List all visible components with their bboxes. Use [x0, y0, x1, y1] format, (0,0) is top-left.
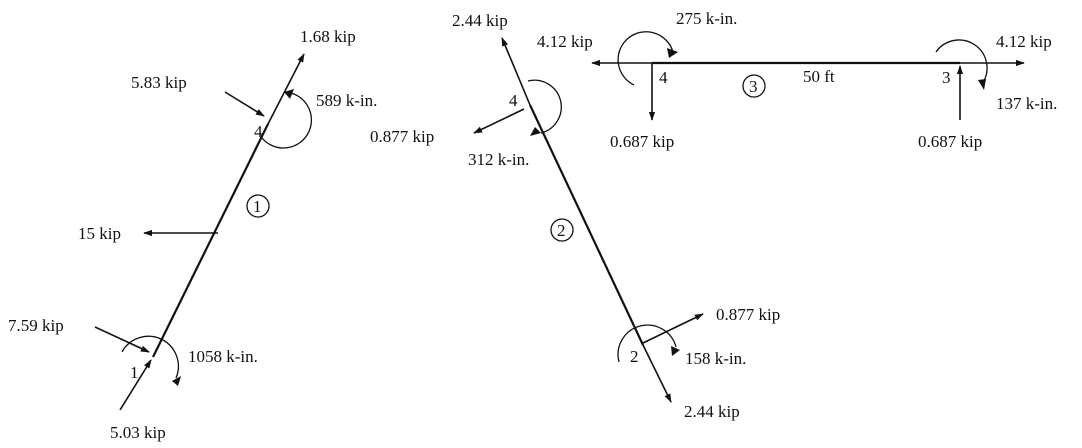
member-2-node-top-label: 4: [509, 91, 518, 110]
member-1-axial-bottom-label: 5.03 kip: [110, 423, 166, 442]
member-2-axial-bottom-label: 2.44 kip: [684, 402, 740, 421]
member-2-moment-bottom-arc: [617, 324, 677, 363]
member-2-moment-top-arrowhead: [530, 127, 541, 136]
member-2-moment-top-label: 312 k-in.: [468, 150, 529, 169]
member-3-axial-left-label: 4.12 kip: [537, 32, 593, 51]
member-2-node-bottom-label: 2: [630, 347, 639, 366]
member-3-node-right-label: 3: [942, 68, 951, 87]
member-1-node-top-label: 4: [254, 122, 263, 141]
member-2-shear-top-label: 0.877 kip: [370, 127, 434, 146]
member-2-shear-bottom-arrow: [642, 313, 704, 344]
member-2: 2.44 kip 4 0.877 kip 312 k-in. 2 0.877 k…: [370, 11, 780, 421]
member-1-moment-bottom-label: 1058 k-in.: [188, 347, 258, 366]
member-3: 4.12 kip 275 k-in. 4 0.687 kip 3 50 ft 4…: [537, 9, 1057, 151]
member-2-shear-bottom-label: 0.877 kip: [716, 305, 780, 324]
member-1-line: [152, 123, 269, 358]
member-1-id-label: 1: [253, 197, 262, 216]
member-2-moment-bottom-arrowhead: [671, 346, 680, 356]
member-3-moment-left-arrowhead: [667, 48, 678, 58]
member-1-axial-bottom-arrow: [119, 359, 152, 411]
member-3-axial-right-label: 4.12 kip: [996, 32, 1052, 51]
member-3-moment-right-arrowhead: [978, 79, 986, 90]
member-1-moment-top-arc: [261, 91, 313, 149]
member-1-axial-top-arrow: [267, 53, 305, 125]
member-3-shear-left-label: 0.687 kip: [610, 132, 674, 151]
member-1-shear-bottom-arrow: [94, 326, 150, 353]
member-3-shear-right-label: 0.687 kip: [918, 132, 982, 151]
member-2-moment-top-arc: [527, 79, 562, 134]
member-1-shear-top-arrow: [224, 91, 265, 117]
member-3-length-label: 50 ft: [803, 67, 835, 86]
member-3-id-circle: [742, 74, 766, 98]
member-2-id-label: 2: [557, 221, 566, 240]
member-2-axial-top-label: 2.44 kip: [452, 11, 508, 30]
member-1-shear-bottom-label: 7.59 kip: [8, 316, 64, 335]
member-1-node-bottom-label: 1: [130, 363, 139, 382]
member-2-moment-bottom-label: 158 k-in.: [685, 349, 746, 368]
member-3-id-label: 3: [749, 77, 758, 96]
member-1-mid-load-label: 15 kip: [78, 224, 121, 243]
member-1-shear-top-label: 5.83 kip: [131, 73, 187, 92]
member-2-axial-bottom-arrow: [642, 344, 672, 403]
member-3-moment-left-label: 275 k-in.: [676, 9, 737, 28]
member-3-moment-right-arc: [935, 39, 988, 85]
member-2-shear-top-arrow: [473, 108, 525, 134]
member-1-moment-bottom-arc: [121, 335, 180, 379]
member-2-line: [529, 104, 644, 346]
member-3-moment-left-arc: [617, 31, 674, 86]
member-1-moment-top-label: 589 k-in.: [316, 91, 377, 110]
member-1-axial-top-label: 1.68 kip: [300, 27, 356, 46]
member-1: 1.68 kip 5.83 kip 589 k-in. 4 1 15 kip 7…: [8, 27, 377, 442]
member-1-moment-top-arrowhead: [284, 89, 294, 99]
member-1-moment-bottom-arrowhead: [172, 376, 181, 386]
member-3-moment-right-label: 137 k-in.: [996, 94, 1057, 113]
member-1-id-circle: [246, 194, 270, 218]
member-2-id-circle: [550, 218, 574, 242]
member-2-axial-top-arrow: [501, 37, 531, 106]
member-3-node-left-label: 4: [659, 68, 668, 87]
